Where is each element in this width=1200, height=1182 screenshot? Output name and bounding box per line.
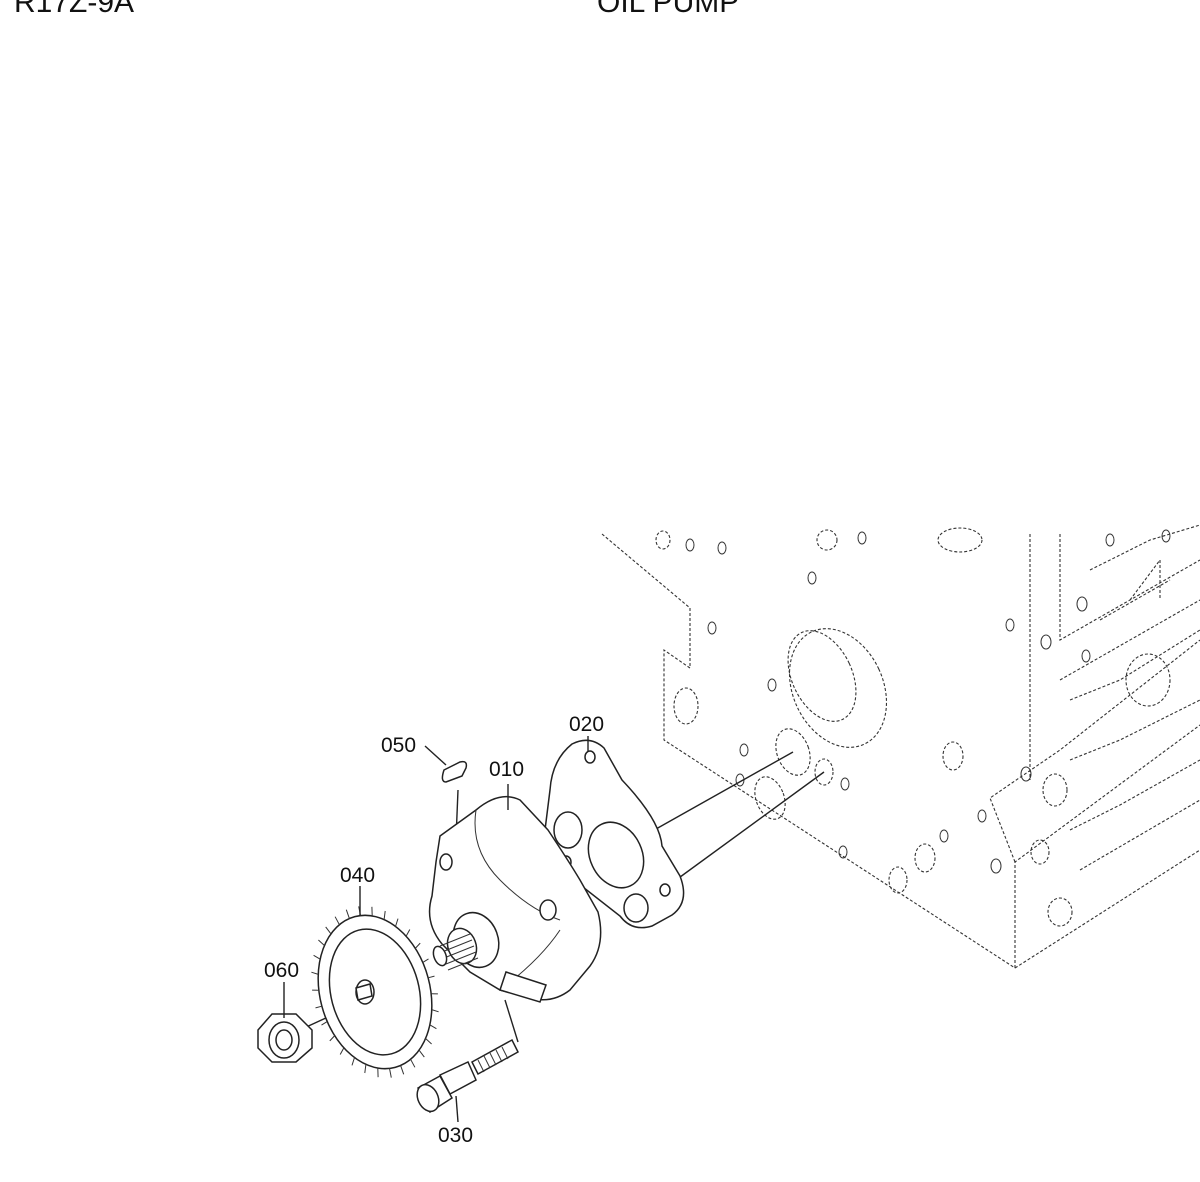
callout-020: 020 (569, 713, 604, 736)
gear-040 (311, 906, 439, 1078)
callout-leaders (283, 736, 589, 1123)
callout-040: 040 (340, 864, 375, 887)
engine-block (601, 524, 1200, 969)
oil-pump-010 (428, 795, 602, 1003)
callout-030: 030 (438, 1124, 473, 1147)
model-number: R17Z-9A (14, 0, 135, 19)
key-050 (441, 760, 468, 783)
callout-010: 010 (489, 758, 524, 781)
nut-060 (257, 1013, 313, 1063)
page-title: OIL PUMP (597, 0, 740, 19)
callout-050: 050 (381, 734, 416, 757)
callout-060: 060 (264, 959, 299, 982)
relief-valve-030 (416, 1038, 519, 1114)
